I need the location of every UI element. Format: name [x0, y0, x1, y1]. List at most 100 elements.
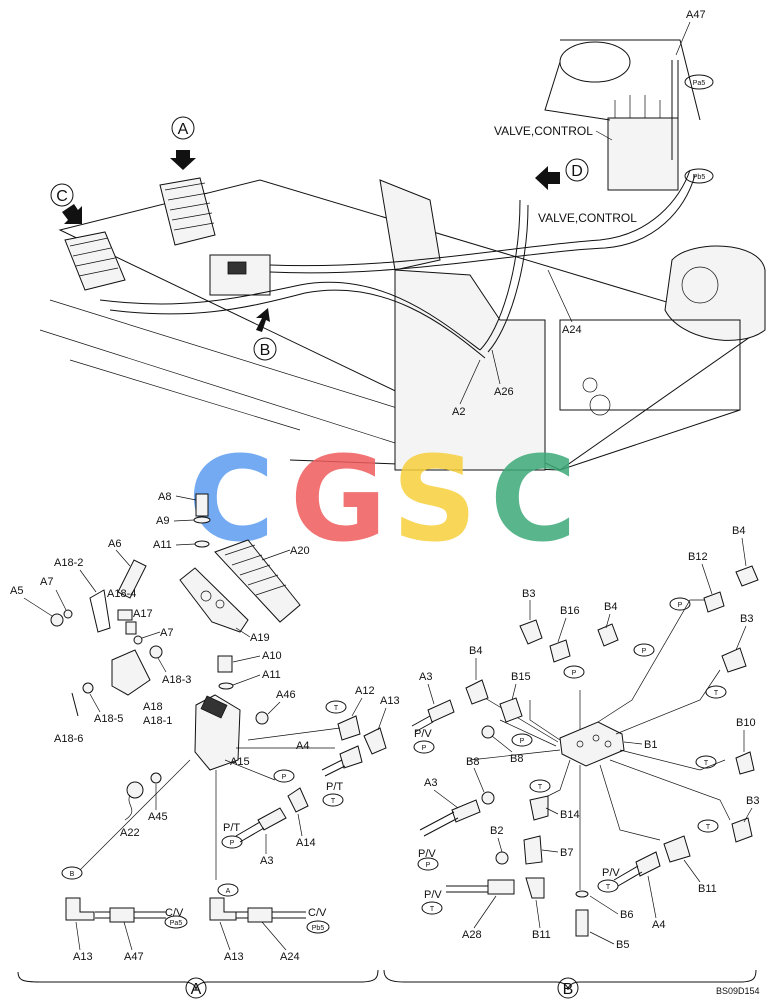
section-b-marker — [557, 977, 579, 999]
plug-a45 — [150, 772, 162, 784]
watermark-letter-s: S — [392, 430, 477, 568]
label-b3-bottom: B3 — [746, 795, 759, 807]
label-b12: B12 — [688, 551, 708, 563]
view-marker-c: C — [50, 183, 74, 207]
hose-a47 — [109, 907, 135, 923]
label-a20: A20 — [290, 545, 310, 557]
elbow-b3-left — [519, 619, 543, 645]
oval-b-p6 — [417, 857, 439, 871]
oval-b-p5-label: P — [422, 745, 427, 752]
label-b1: B1 — [644, 739, 657, 751]
oval-b-p4-label: P — [520, 738, 525, 745]
view-marker-c-label: C — [56, 188, 68, 205]
plug-b8-lower — [481, 791, 495, 805]
oval-b-t4 — [697, 819, 719, 833]
oval-b-t6-label: T — [430, 906, 435, 913]
view-arrow-d — [535, 166, 560, 190]
label-b3-top: B3 — [522, 588, 535, 600]
washer-a7a — [63, 609, 73, 619]
label-pt-left: P/T — [223, 822, 240, 834]
oval-a-b — [61, 866, 83, 880]
oval-b-p3 — [633, 643, 655, 657]
bolt-a18-3 — [149, 645, 163, 659]
label-a13-bottom-left: A13 — [73, 951, 93, 963]
label-a12: A12 — [355, 685, 375, 697]
label-b-a3-top: A3 — [419, 671, 432, 683]
washer-a11 — [194, 540, 210, 548]
oval-b-t6 — [421, 901, 443, 915]
view-arrow-b — [256, 308, 270, 332]
label-b15: B15 — [511, 671, 531, 683]
label-a18-2: A18-2 — [54, 557, 83, 569]
oval-a-t2 — [322, 793, 344, 807]
label-a24: A24 — [280, 951, 300, 963]
label-b8-left: B8 — [466, 756, 479, 768]
label-b-pv-4: P/V — [424, 889, 442, 901]
callout-a47-top: A47 — [686, 9, 706, 21]
oval-pb5-top-label: Pb5 — [693, 174, 706, 181]
plate-a18-2 — [89, 589, 111, 633]
nut-a5 — [50, 613, 64, 627]
hose-end-a3-lower — [451, 799, 481, 823]
pilot-valve-a15 — [194, 694, 241, 771]
oval-b-p1-label: P — [678, 602, 683, 609]
label-b-a3-lower: A3 — [424, 777, 437, 789]
label-a18-4: A18-4 — [107, 588, 136, 600]
section-b-marker-label: B — [563, 981, 574, 998]
section-a-parts — [50, 493, 387, 923]
label-a7-mid: A7 — [160, 627, 173, 639]
oval-b-t2-label: T — [538, 784, 543, 791]
label-a13-bottom-right: A13 — [224, 951, 244, 963]
label-a10: A10 — [262, 650, 282, 662]
washer-a11b — [218, 682, 234, 690]
elbow-b11-right — [663, 835, 691, 863]
section-b-labels: B4 B12 B3 B16 B4 B3 A3 B4 B15 P/V B1 B8 … — [414, 525, 759, 951]
elbow-b4-left — [465, 679, 489, 705]
hose-end-a3 — [257, 807, 287, 831]
elbow-a13-right — [209, 897, 237, 921]
view-marker-a: A — [171, 116, 195, 140]
washer-a7b — [133, 635, 143, 645]
plug-b8-mid — [481, 725, 495, 739]
spring-a18-4 — [117, 609, 133, 621]
oval-a-pb5 — [306, 920, 330, 934]
oval-b-p6-label: P — [426, 862, 431, 869]
view-marker-b: B — [253, 337, 277, 361]
screw-a17 — [125, 621, 137, 635]
label-b-pv-3: P/V — [602, 867, 620, 879]
label-b16: B16 — [560, 605, 580, 617]
label-a28: A28 — [462, 929, 482, 941]
label-cv-right: C/V — [308, 907, 327, 919]
view-arrow-c — [62, 204, 82, 224]
oval-a-pb5-label: Pb5 — [312, 925, 325, 932]
label-b-pv-2: P/V — [418, 848, 436, 860]
elbow-b15 — [499, 697, 523, 723]
pin-a6 — [117, 559, 147, 599]
sensor-a22 — [126, 781, 144, 799]
label-a4: A4 — [296, 740, 309, 752]
oval-b-p2-label: P — [572, 670, 577, 677]
oval-b-t2 — [529, 779, 551, 793]
label-a9: A9 — [156, 515, 169, 527]
oval-pa5-top — [684, 74, 714, 90]
view-marker-d: D — [565, 158, 589, 182]
section-a-marker — [185, 977, 207, 999]
oval-b-p3-label: P — [642, 648, 647, 655]
oval-b-t1 — [705, 685, 727, 699]
hose-end-a3-b — [427, 699, 455, 723]
label-b11-left: B11 — [532, 929, 551, 941]
oval-a-p1 — [273, 769, 295, 783]
label-a6: A6 — [108, 538, 121, 550]
tee-b7 — [523, 835, 543, 865]
block-b1 — [559, 721, 625, 767]
callout-valve-control-2: VALVE,CONTROL — [538, 211, 637, 225]
oval-a-pa5-label: Pa5 — [170, 920, 183, 927]
label-b6: B6 — [620, 909, 633, 921]
oval-b-t1-label: T — [714, 690, 719, 697]
oval-b-p5 — [413, 740, 435, 754]
section-b-parts — [411, 565, 759, 937]
elbow-b10 — [735, 751, 755, 775]
label-a46: A46 — [276, 689, 296, 701]
section-b-ovals: P P P T P P T T P T T T — [413, 597, 727, 915]
